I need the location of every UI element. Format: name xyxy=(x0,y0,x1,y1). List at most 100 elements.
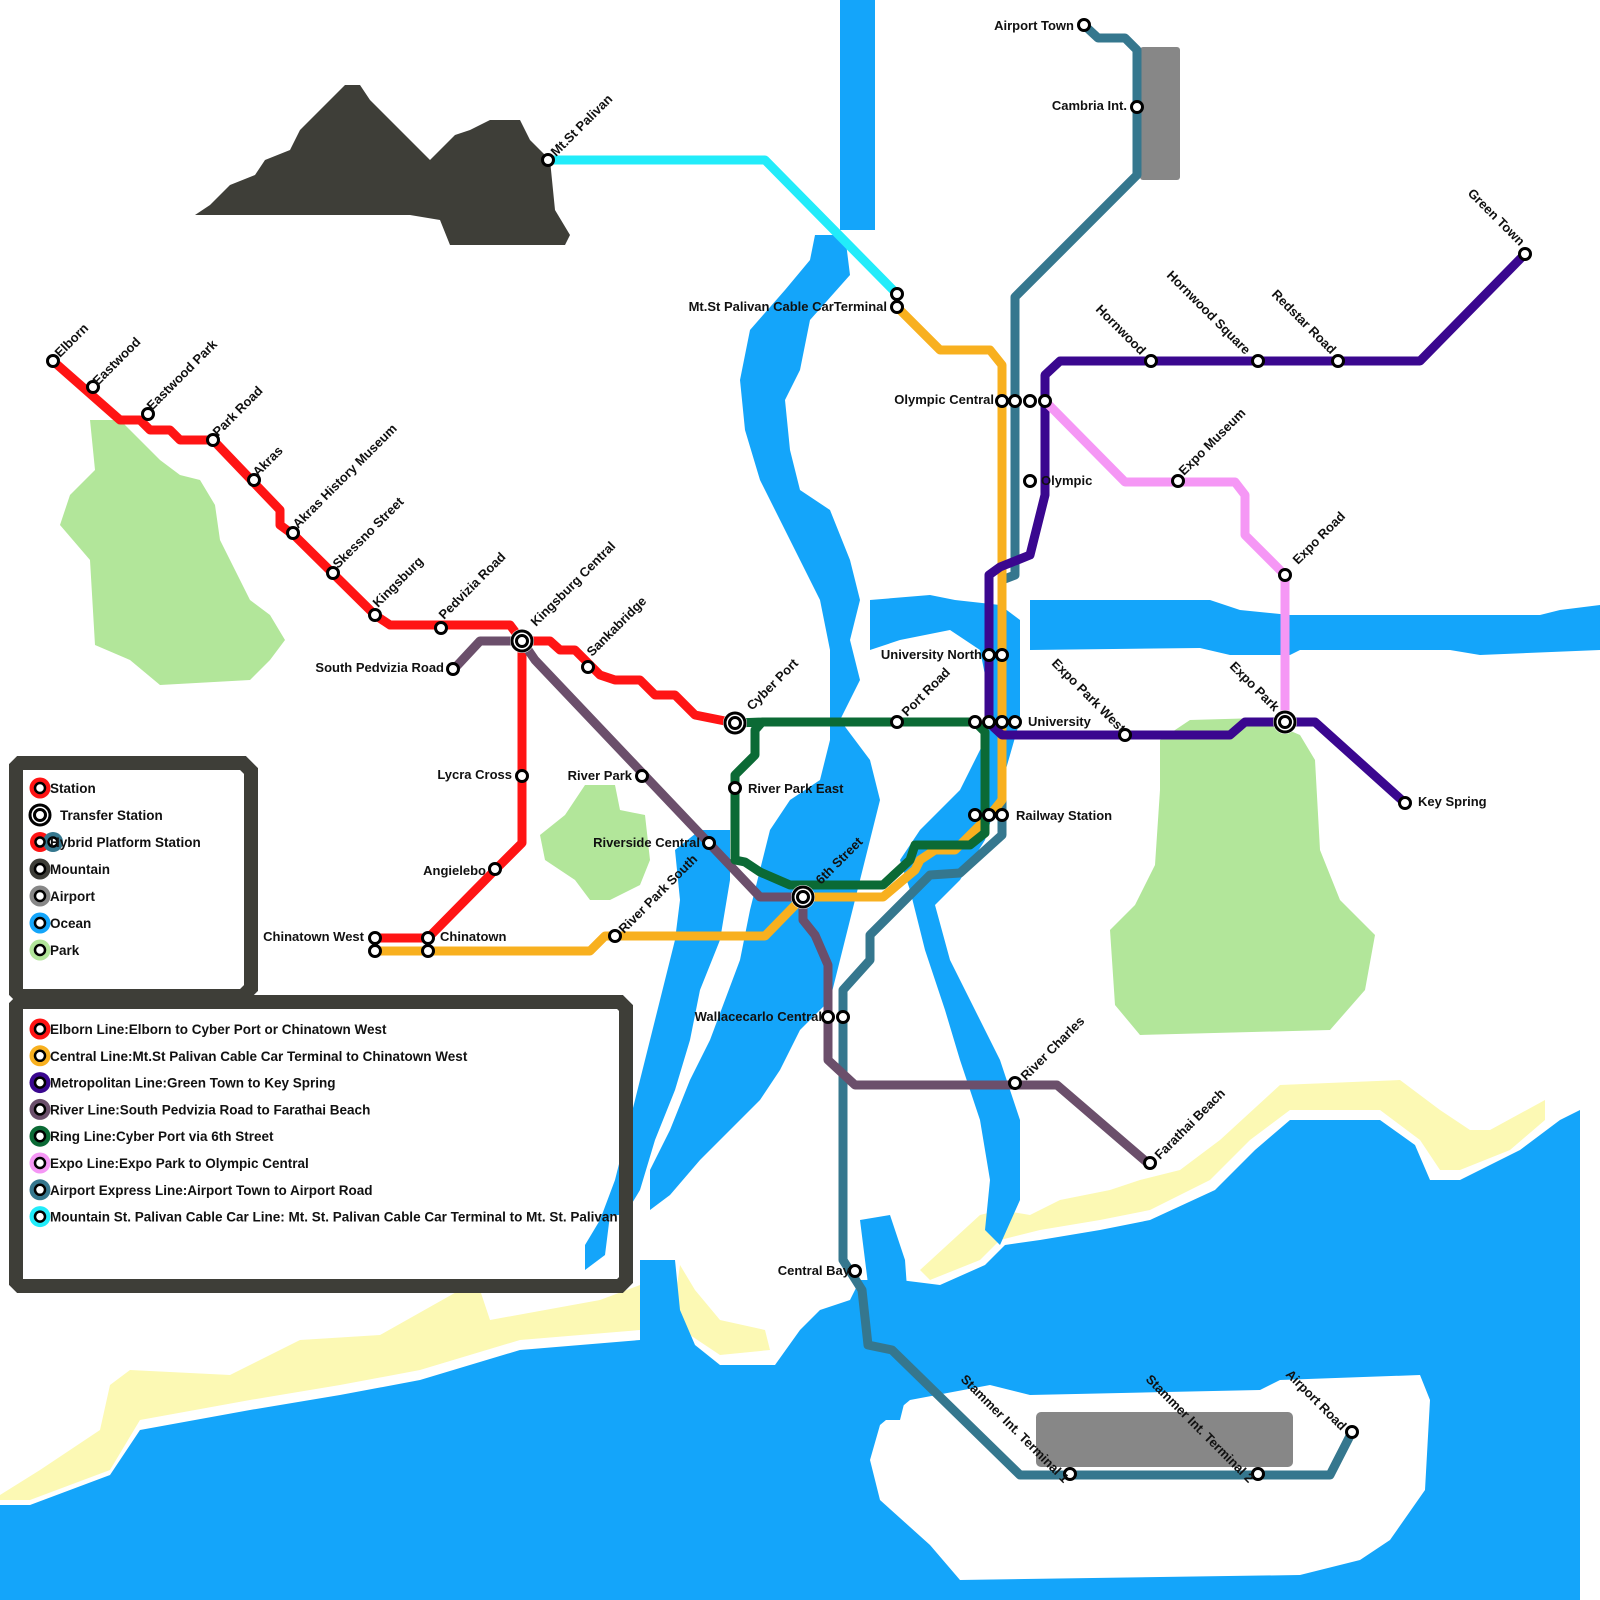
legend-line-item: River Line:South Pedvizia Road to Farath… xyxy=(30,1099,371,1120)
station-university-north[interactable] xyxy=(984,650,995,661)
legend-symbols-list: StationTransfer StationHybrid Platform S… xyxy=(28,778,201,961)
label-university-north: University North xyxy=(881,647,982,662)
station-farathai[interactable] xyxy=(1145,1158,1156,1169)
label-olympic: Olympic xyxy=(1041,473,1092,488)
legend-symbol-label: Hybrid Platform Station xyxy=(50,835,201,850)
station-expo-museum[interactable] xyxy=(1173,476,1184,487)
station-hornwood[interactable] xyxy=(1146,356,1157,367)
legend-symbol-item: Hybrid Platform Station xyxy=(30,832,201,852)
legend-line-label: Expo Line:Expo Park to Olympic Central xyxy=(50,1156,309,1171)
station-cable-terminal-b[interactable] xyxy=(892,302,903,313)
station-sankabridge[interactable] xyxy=(583,662,594,673)
station-pedvizia-road[interactable] xyxy=(436,623,447,634)
station-airport-road[interactable] xyxy=(1347,1427,1358,1438)
legend-symbol-label: Airport xyxy=(50,889,96,904)
label-cyber-port: Cyber Port xyxy=(744,655,802,713)
station-chinatown-west-b[interactable] xyxy=(370,946,381,957)
elborn-line-branch xyxy=(375,641,522,938)
legend-symbol-label: Ocean xyxy=(50,916,91,931)
east-inlet xyxy=(1030,600,1600,655)
legend-line-label: Mountain St. Palivan Cable Car Line: Mt.… xyxy=(50,1210,618,1225)
label-cable-terminal: Mt.St Palivan Cable CarTerminal xyxy=(689,299,887,314)
station-railway-b[interactable] xyxy=(984,810,995,821)
label-angielebo: Angielebo xyxy=(423,863,486,878)
station-redstar[interactable] xyxy=(1333,356,1344,367)
legend-symbol-label: Mountain xyxy=(50,862,110,877)
station-riverside-central[interactable] xyxy=(704,838,715,849)
label-eastwood-park: Eastwood Park xyxy=(144,336,221,413)
label-olympic-central: Olympic Central xyxy=(894,392,994,407)
mountain-range xyxy=(195,85,570,245)
station-river-charles[interactable] xyxy=(1010,1078,1021,1089)
station-cable-terminal[interactable] xyxy=(892,289,903,300)
station-hornwood-square[interactable] xyxy=(1253,356,1264,367)
station-university-b[interactable] xyxy=(984,717,995,728)
legend-symbol-item: Airport xyxy=(30,886,96,907)
station-south-pedvizia[interactable] xyxy=(448,664,459,675)
station-elborn[interactable] xyxy=(48,356,59,367)
station-railway[interactable] xyxy=(970,810,981,821)
station-cambria[interactable] xyxy=(1132,102,1143,113)
station-university-north-b[interactable] xyxy=(997,650,1008,661)
legend-line-label: Metropolitan Line:Green Town to Key Spri… xyxy=(50,1076,336,1091)
label-kingsburg-central: Kingsburg Central xyxy=(528,538,619,629)
legend: StationTransfer StationHybrid Platform S… xyxy=(16,763,626,1286)
river-north xyxy=(840,0,875,230)
station-lycra-cross[interactable] xyxy=(517,771,528,782)
label-port-road: Port Road xyxy=(899,665,954,720)
station-central-bay[interactable] xyxy=(850,1266,861,1277)
legend-symbol-item: Station xyxy=(30,778,96,799)
label-redstar: Redstar Road xyxy=(1269,287,1339,357)
label-akras: Akras xyxy=(250,443,286,479)
station-port-road[interactable] xyxy=(892,717,903,728)
station-kingsburg[interactable] xyxy=(370,610,381,621)
station-olympic[interactable] xyxy=(1025,476,1036,487)
label-sankabridge: Sankabridge xyxy=(584,593,650,659)
legend-symbol-item: Ocean xyxy=(30,913,92,934)
station-wallacecarlo-b[interactable] xyxy=(838,1012,849,1023)
station-olympic-central-b[interactable] xyxy=(1010,396,1021,407)
legend-line-label: River Line:South Pedvizia Road to Farath… xyxy=(50,1102,370,1117)
label-elborn: Elborn xyxy=(52,320,92,360)
station-wallacecarlo[interactable] xyxy=(823,1012,834,1023)
station-airport-town[interactable] xyxy=(1079,20,1090,31)
station-olympic-central-d[interactable] xyxy=(1040,396,1051,407)
station-olympic-central-c[interactable] xyxy=(1025,396,1036,407)
transfer-kingsburg-central[interactable] xyxy=(510,629,534,653)
transfer-cyber-port[interactable] xyxy=(723,711,747,735)
station-river-park-south[interactable] xyxy=(610,931,621,942)
station-chinatown[interactable] xyxy=(423,933,434,944)
legend-line-item: Metropolitan Line:Green Town to Key Spri… xyxy=(30,1072,336,1093)
station-olympic-central[interactable] xyxy=(997,396,1008,407)
station-chinatown-b[interactable] xyxy=(423,946,434,957)
station-angielebo[interactable] xyxy=(490,864,501,875)
station-railway-c[interactable] xyxy=(997,810,1008,821)
station-green-town[interactable] xyxy=(1520,249,1531,260)
label-skessno: Skessno Street xyxy=(330,494,408,572)
transfer-expo-park[interactable] xyxy=(1273,710,1297,734)
label-park-road: Park Road xyxy=(210,383,266,439)
label-kingsburg: Kingsburg xyxy=(370,554,427,611)
label-chinatown: Chinatown xyxy=(440,929,506,944)
station-river-park-east[interactable] xyxy=(730,783,741,794)
legend-symbol-label: Park xyxy=(50,943,80,958)
station-river-park[interactable] xyxy=(637,771,648,782)
station-mt-palivan[interactable] xyxy=(543,155,554,166)
legend-symbols-frame xyxy=(16,763,251,996)
legend-line-item: Expo Line:Expo Park to Olympic Central xyxy=(30,1153,309,1174)
station-university-d[interactable] xyxy=(1010,717,1021,728)
legend-symbol-item: Transfer Station xyxy=(28,803,163,827)
legend-symbol-item: Mountain xyxy=(30,859,111,880)
label-wallacecarlo: Wallacecarlo Central xyxy=(695,1009,822,1024)
station-university[interactable] xyxy=(970,717,981,728)
legend-line-label: Elborn Line:Elborn to Cyber Port or Chin… xyxy=(50,1022,387,1037)
station-expo-road[interactable] xyxy=(1280,570,1291,581)
transfer-sixth-street[interactable] xyxy=(791,885,815,909)
station-university-c[interactable] xyxy=(997,717,1008,728)
label-riverside-central: Riverside Central xyxy=(593,835,700,850)
station-key-spring[interactable] xyxy=(1400,798,1411,809)
label-key-spring: Key Spring xyxy=(1418,794,1487,809)
legend-line-label: Ring Line:Cyber Port via 6th Street xyxy=(50,1129,274,1144)
station-chinatown-west[interactable] xyxy=(370,933,381,944)
